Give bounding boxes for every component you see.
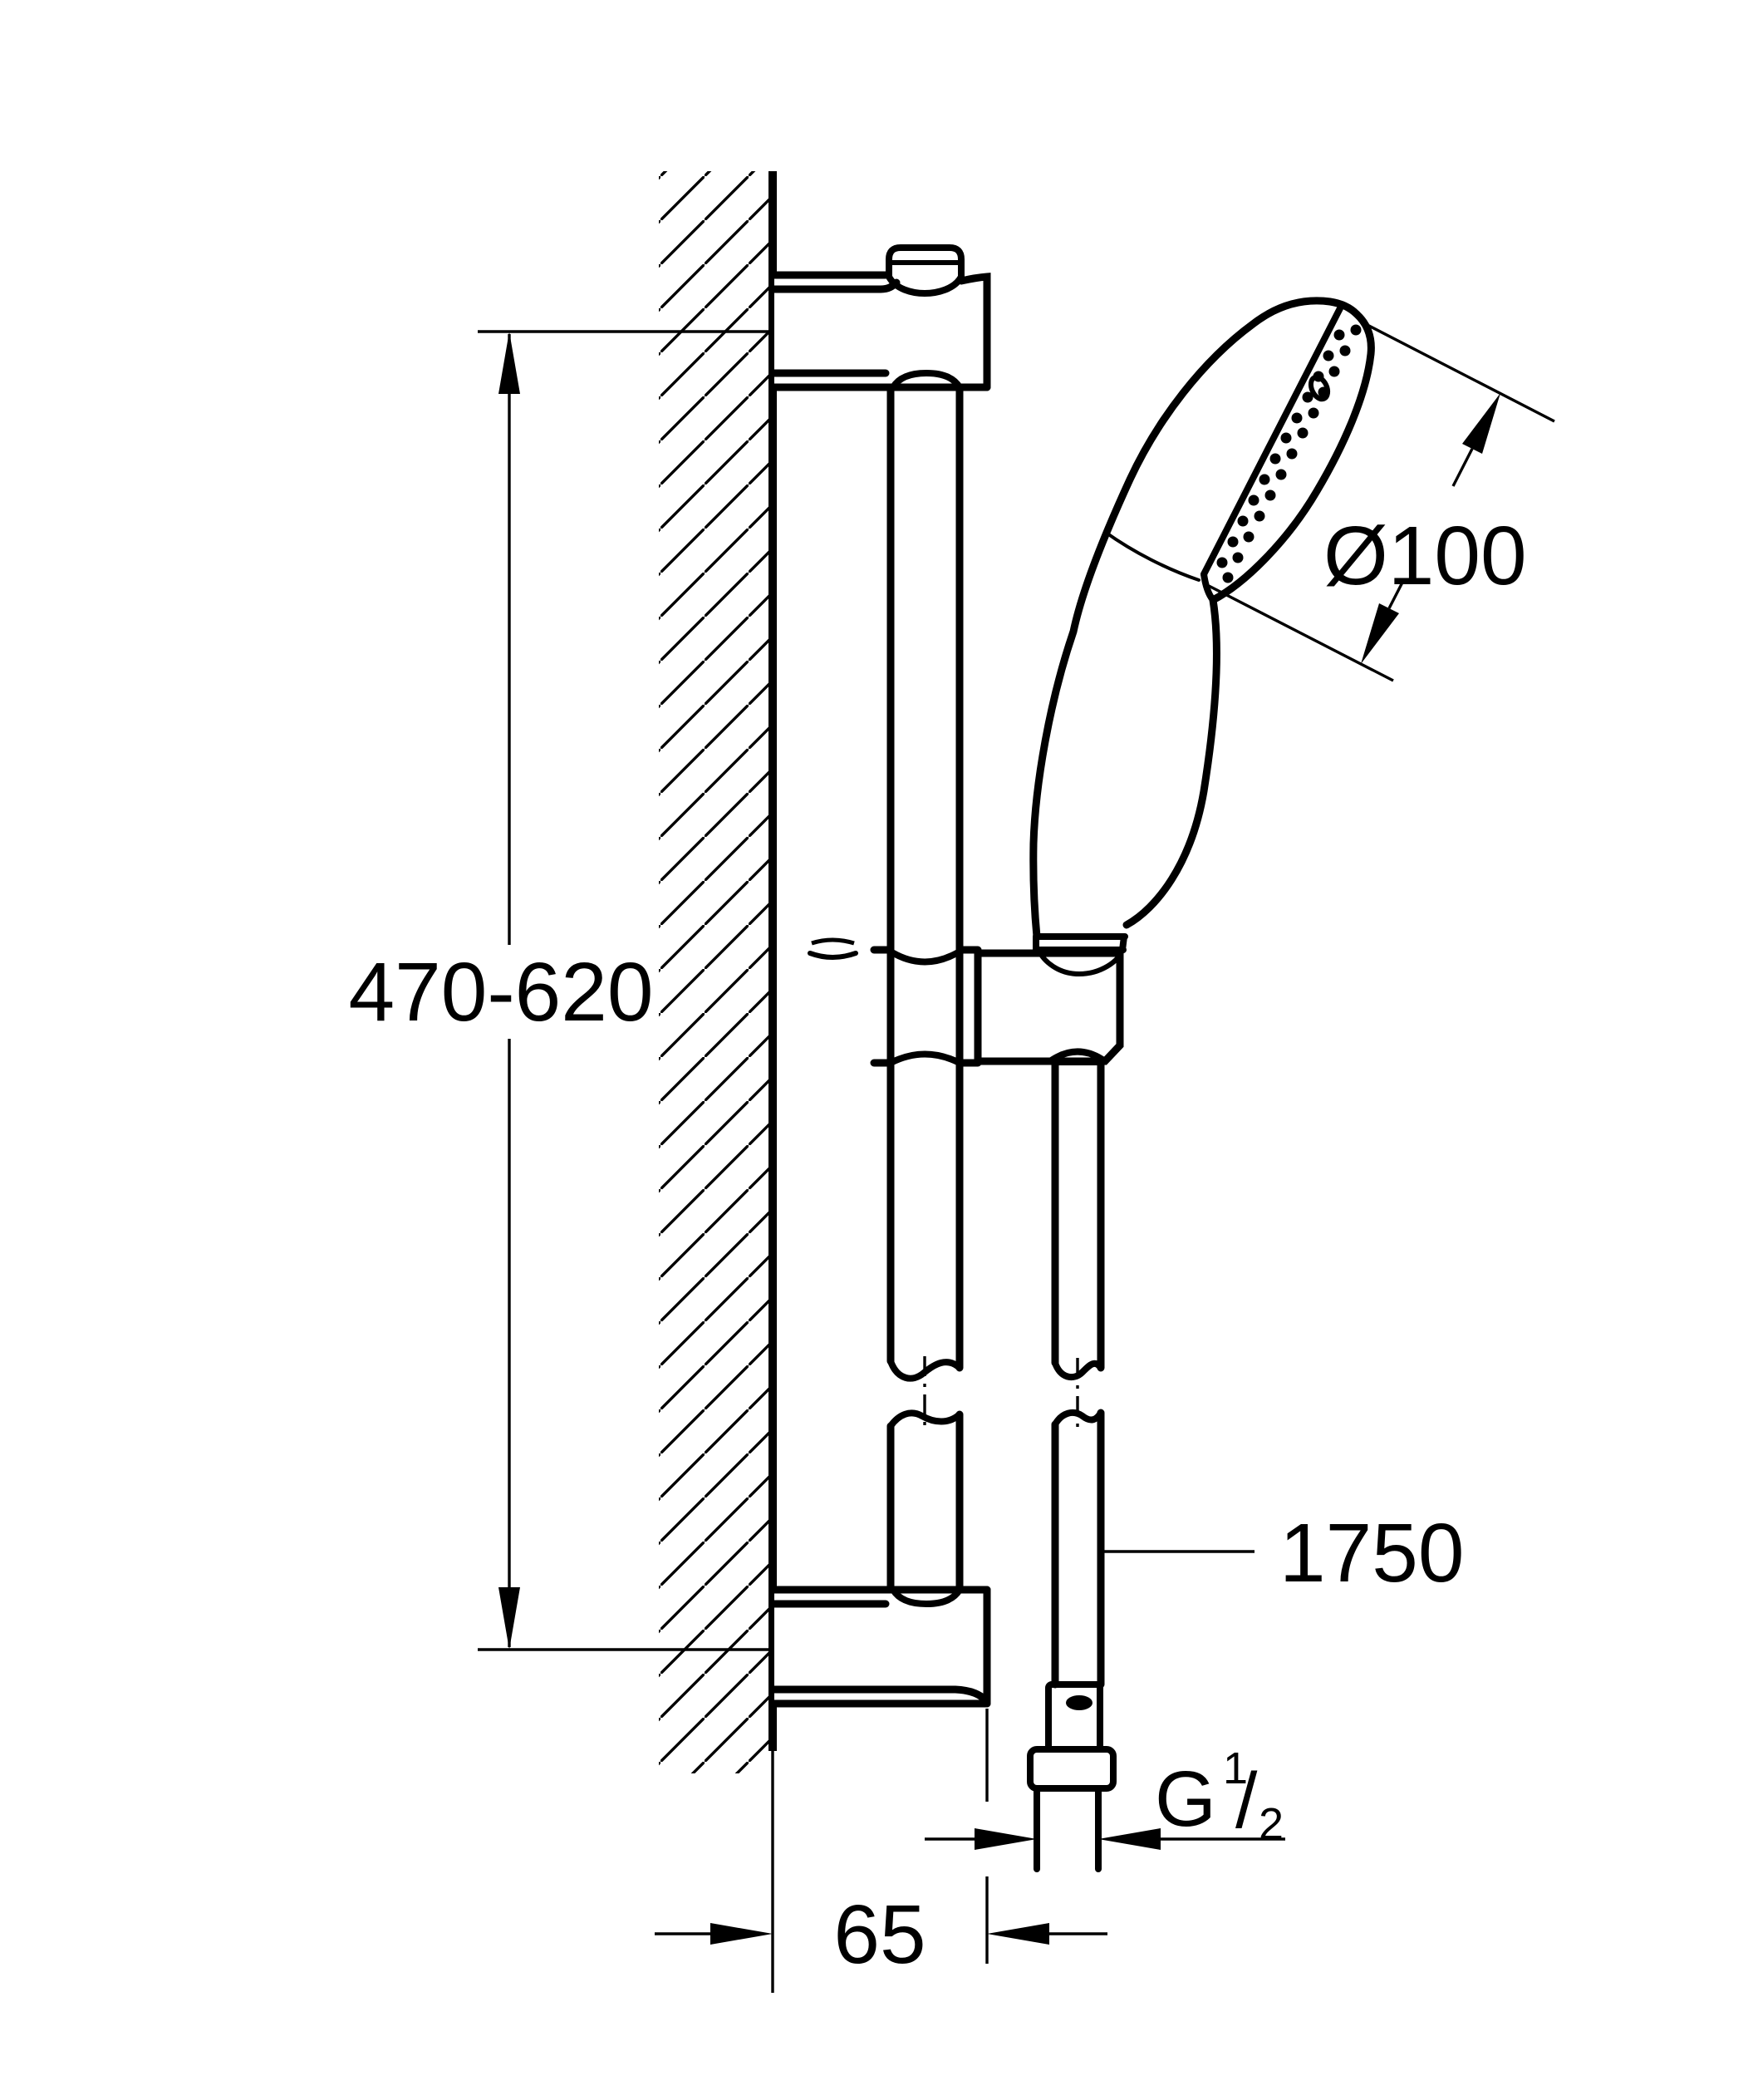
hand-shower	[1029, 297, 1375, 977]
head-diameter-label: Ø100	[1323, 509, 1527, 602]
arrow-left-icon	[1098, 1828, 1161, 1850]
top-wall-bracket	[768, 244, 991, 391]
ext-line-lower	[1208, 584, 1394, 682]
dim-hose-length: 1750	[1101, 1507, 1464, 1600]
connector-logo-mark	[1066, 1695, 1092, 1710]
hose-connector	[1027, 1681, 1117, 1872]
slider-lock-button-top	[811, 937, 855, 946]
connector-knurled-nut	[1027, 1746, 1117, 1792]
arrow-upper-tail	[1451, 448, 1474, 487]
dim-thread: G 1 / 2	[925, 1743, 1285, 1850]
thread-pipe	[1034, 1785, 1102, 1872]
shower-rail-bar	[886, 385, 964, 1594]
slider-lock-button-base	[808, 951, 858, 960]
rail-break-lower	[887, 1409, 963, 1429]
slider-lock-button	[810, 935, 856, 953]
bracket-tube-collar	[890, 369, 963, 391]
dim-head-diameter: Ø100	[1208, 321, 1555, 682]
bracket-inner-bottom-line	[768, 1685, 987, 1702]
rail-hole-rim-bottom	[887, 1050, 963, 1066]
dim-height-range: 470-620	[349, 330, 771, 1651]
arrow-upper-icon	[1462, 393, 1500, 454]
arrow-down-icon	[498, 1587, 520, 1650]
arrow-up-icon	[498, 332, 520, 394]
thread-letter-label: G	[1155, 1755, 1216, 1843]
arrow-lower-icon	[1361, 603, 1399, 664]
arrow-right-icon	[710, 1923, 773, 1945]
head-and-handle-right-outline	[1122, 310, 1375, 929]
arrow-right-icon	[975, 1828, 1037, 1850]
hose-length-label: 1750	[1279, 1507, 1464, 1600]
hose-nut-dome	[1047, 1048, 1108, 1065]
bottom-wall-bracket	[768, 1586, 991, 1708]
thread-denominator-label: 2	[1259, 1799, 1284, 1849]
spray-face-bottom-arc	[1201, 571, 1216, 603]
arrow-lower-tail	[1387, 578, 1406, 609]
dim-wall-offset: 65	[655, 1709, 1107, 1981]
wall	[659, 171, 777, 1993]
rail-hole-rim-top	[887, 948, 963, 966]
hose-break-lower	[1052, 1409, 1104, 1428]
hose-break-upper	[1052, 1360, 1104, 1381]
wall-hatching	[659, 171, 773, 1773]
rail-top-cap	[886, 244, 965, 280]
rail-top-cap-base-curve	[886, 273, 965, 298]
handle-chin-line	[1103, 530, 1201, 582]
handle-knurled-nut	[1034, 947, 1126, 977]
thread-slash-label: /	[1235, 1757, 1258, 1845]
arrow-left-icon	[987, 1923, 1049, 1945]
spray-nozzles	[1216, 324, 1362, 583]
slider-clamp	[796, 935, 1124, 1067]
bracket-tube-collar	[890, 1586, 963, 1608]
spray-face-edge	[1201, 305, 1343, 578]
thread-numerator-label: 1	[1223, 1743, 1248, 1793]
head-and-handle-left-outline	[1029, 297, 1361, 941]
ext-line-upper	[1362, 321, 1555, 423]
shower-hose	[1051, 1060, 1105, 1689]
height-range-label: 470-620	[349, 946, 654, 1039]
wall-offset-label: 65	[833, 1888, 926, 1981]
slider-left-body	[796, 950, 874, 1063]
connector-body	[1045, 1681, 1103, 1753]
bracket-top-right-edge	[957, 273, 991, 391]
